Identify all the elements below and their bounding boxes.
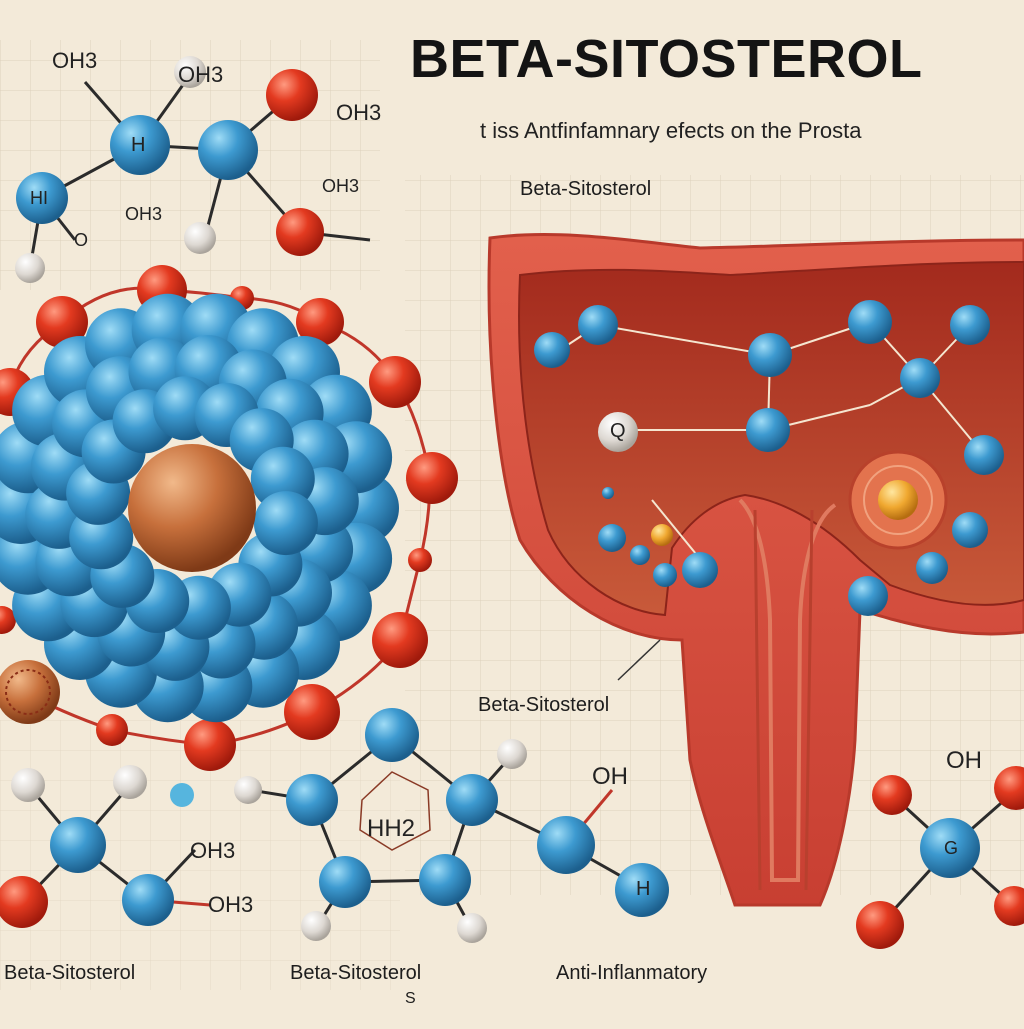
- prostate-atom-gold: [651, 524, 673, 546]
- bottom-label-right: Anti-Inflanmatory: [556, 962, 708, 984]
- prostate-nodule-center: [878, 480, 918, 520]
- ring-atom-bottom-left: [319, 856, 371, 908]
- atom-blue-br: [920, 818, 980, 878]
- page-title: BETA-SITOSTEROL: [410, 29, 923, 89]
- label-ring-h: H: [636, 878, 651, 900]
- label-oh-4: OH3: [125, 204, 163, 224]
- atom-blue-bl-1: [50, 817, 106, 873]
- prostate-atom: [952, 512, 988, 548]
- prostate-atom: [900, 358, 940, 398]
- prostate-atom-q: [598, 412, 638, 452]
- prostate-atom: [534, 332, 570, 368]
- prostate-atom: [653, 563, 677, 587]
- small-core-left: [0, 660, 60, 724]
- label-oh-2: OH3: [178, 62, 224, 87]
- label-oh-1: OH3: [52, 48, 98, 73]
- label-hi: HI: [30, 188, 48, 208]
- prostate-nodule-ring: [863, 465, 933, 535]
- ring-white-1: [497, 739, 527, 769]
- prostate-atom: [748, 333, 792, 377]
- ring-atom-left: [286, 774, 338, 826]
- label-right-g: G: [944, 838, 959, 858]
- label-prostate-q: Q: [610, 420, 626, 442]
- cluster-core: [128, 444, 256, 572]
- atom-blue-bl-2: [122, 874, 174, 926]
- label-bl-oh-1: OH3: [190, 838, 236, 863]
- prostate-atom: [848, 576, 888, 616]
- atom-red-br-1: [872, 775, 912, 815]
- atom-h-center: [110, 115, 170, 175]
- label-right-oh: OH: [946, 747, 982, 774]
- prostate-atom: [682, 552, 718, 588]
- atom-red-right: [276, 208, 324, 256]
- ring-atom-h: [615, 863, 669, 917]
- atom-white-top: [174, 56, 206, 88]
- prostate-atom: [964, 435, 1004, 475]
- atom-small-cyan: [170, 783, 194, 807]
- ring-atom-right: [446, 774, 498, 826]
- prostate-atom: [578, 305, 618, 345]
- atom-blue-right: [198, 120, 258, 180]
- atom-white-bl-1: [11, 768, 45, 802]
- atom-white-bottom: [184, 222, 216, 254]
- label-oh-3: OH3: [336, 100, 382, 125]
- ring-white-3: [301, 911, 331, 941]
- red-ring-atoms: [0, 265, 458, 771]
- atom-red-br-4: [994, 886, 1024, 926]
- label-bl-oh-2: OH3: [208, 892, 254, 917]
- prostate-atom: [630, 545, 650, 565]
- middle-label: Beta-Sitosterol: [478, 694, 610, 716]
- atom-red-top: [266, 69, 318, 121]
- bottom-label-left: Beta-Sitosterol: [4, 962, 136, 984]
- prostate-atom: [598, 524, 626, 552]
- prostate-atom: [848, 300, 892, 344]
- label-ring-hh: HH2: [367, 815, 416, 842]
- prostate-atom: [602, 487, 614, 499]
- ring-atom-top: [365, 708, 419, 762]
- prostate-label: Beta-Sitosterol: [520, 178, 652, 200]
- atom-red-br-2: [994, 766, 1024, 810]
- atom-hi: [16, 172, 68, 224]
- label-ring-oh: OH: [592, 763, 628, 790]
- ring-white-4: [457, 913, 487, 943]
- bottom-label-center-sub: S: [405, 990, 416, 1007]
- prostate-pointer-line: [617, 639, 661, 681]
- small-core-texture: [5, 669, 51, 715]
- atom-red-bl: [0, 876, 48, 928]
- label-h-center: H: [131, 134, 146, 156]
- page-subtitle: t iss Antfinfamnary efects on the Prosta: [480, 118, 862, 143]
- atom-white-bl-2: [113, 765, 147, 799]
- ring-atom-oh: [537, 816, 595, 874]
- blue-atom-cluster: [0, 293, 399, 723]
- ring-atom-bottom-right: [419, 854, 471, 906]
- bottom-label-center: Beta-Sitosterol: [290, 962, 422, 984]
- prostate-atom: [916, 552, 948, 584]
- ring-white-2: [234, 776, 262, 804]
- prostate-atom: [950, 305, 990, 345]
- label-oh-5: OH3: [322, 176, 360, 196]
- prostate-atoms: [534, 300, 1004, 616]
- ring-inner-hexagon: [359, 771, 431, 851]
- atom-red-br-3: [856, 901, 904, 949]
- prostate-atom: [746, 408, 790, 452]
- atom-white-left: [15, 253, 45, 283]
- cluster-atom: [253, 491, 318, 556]
- label-o: O: [74, 230, 89, 250]
